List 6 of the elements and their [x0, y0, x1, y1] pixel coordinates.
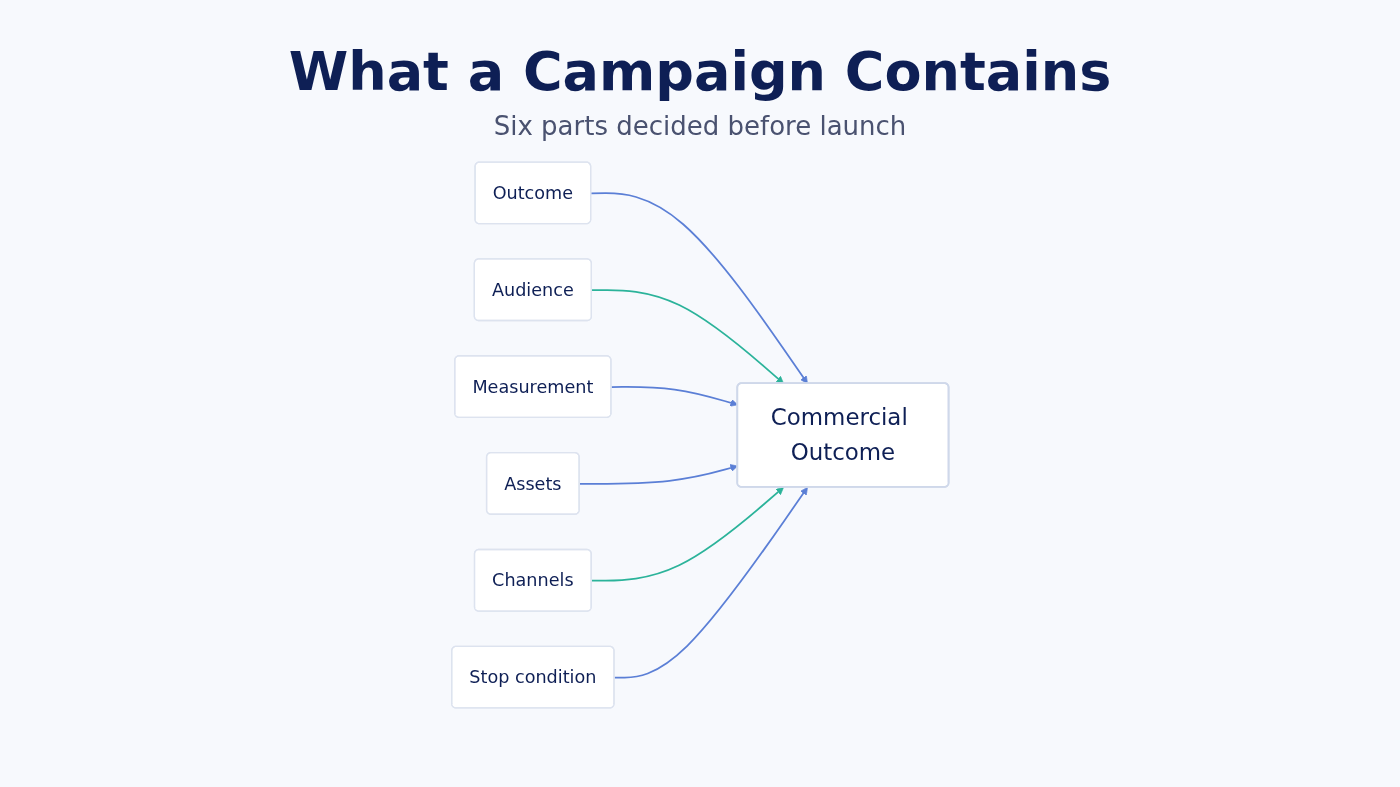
arrow	[610, 386, 738, 407]
subtitle: Six parts decided before launch	[492, 111, 908, 141]
arrow	[578, 464, 738, 485]
title: What a Campaign Contains	[287, 40, 1113, 103]
arrow	[590, 192, 808, 384]
arrow	[613, 487, 808, 679]
